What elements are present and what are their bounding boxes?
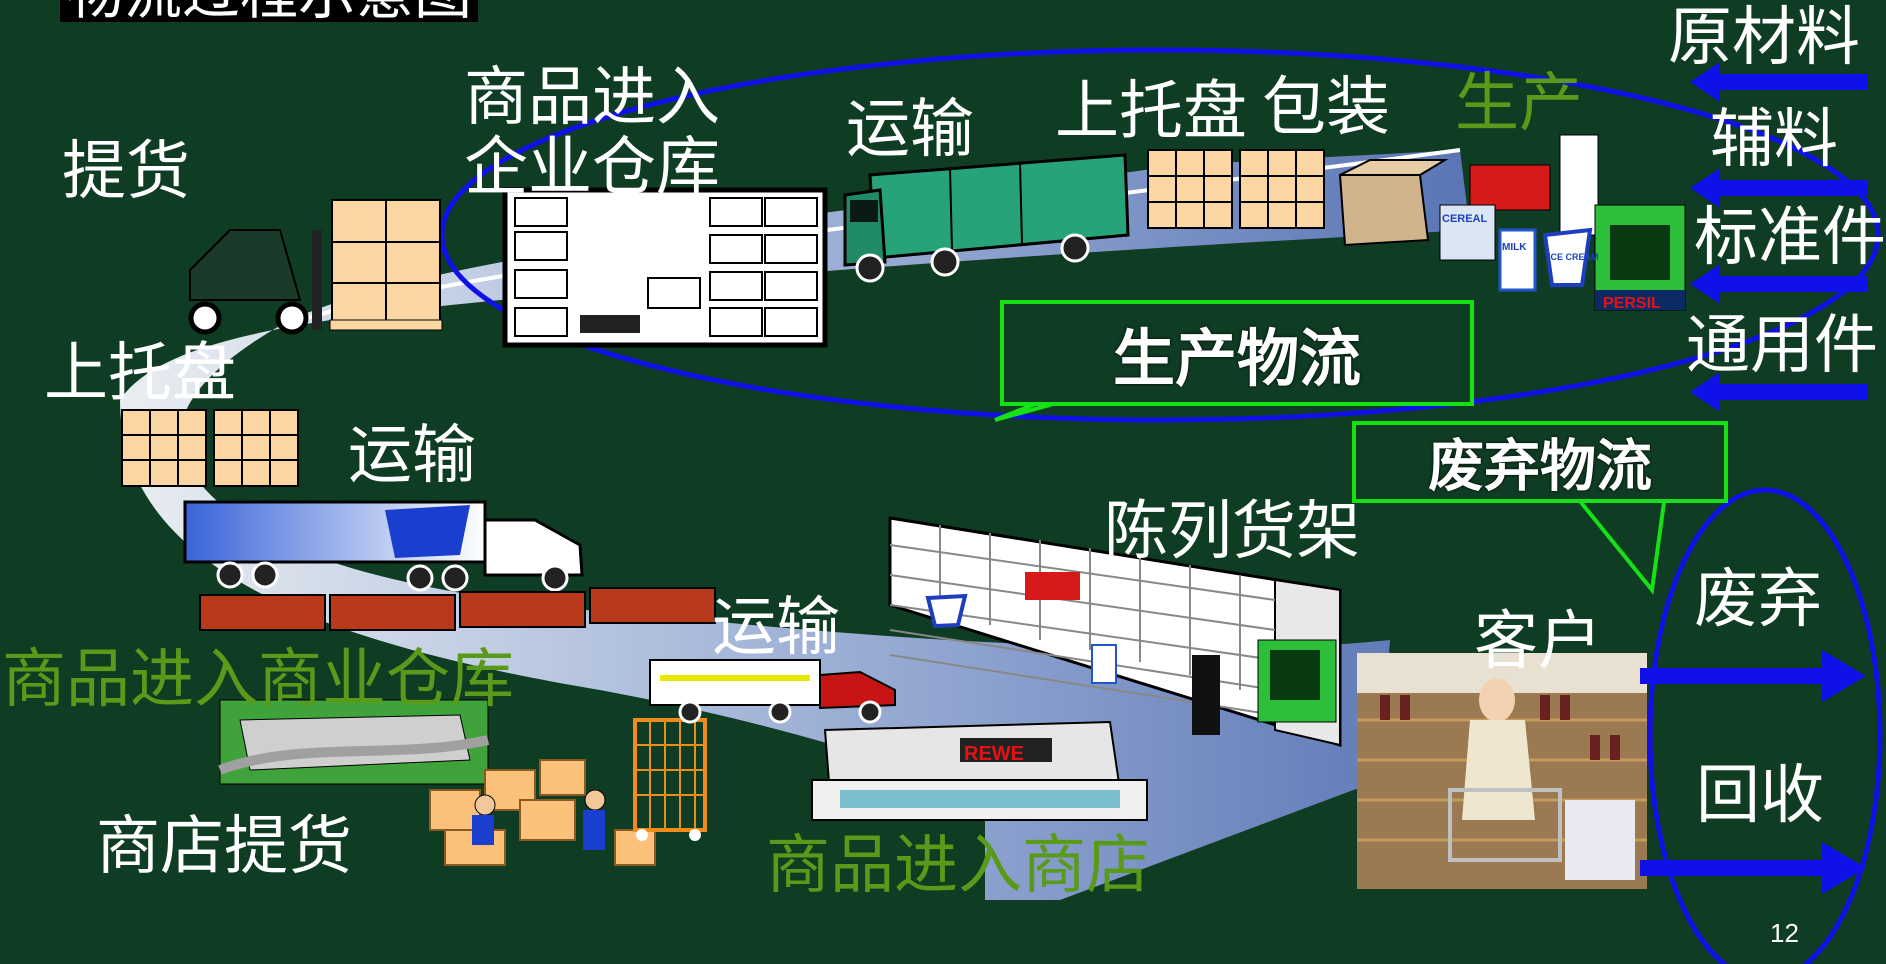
green-truck-icon [843, 153, 1130, 283]
enterprise-warehouse-icon [502, 187, 828, 348]
display-shelf-icon [888, 516, 1342, 748]
page-title: 物流过程示意图 [60, 0, 479, 22]
brand-persil-label: PERSIL [1603, 295, 1661, 312]
label-general-parts: 通用件 [1686, 309, 1878, 383]
workers-with-boxes-icon [429, 759, 656, 866]
cardboard-box-icon [1338, 159, 1449, 247]
label-raw-materials: 原材料 [1668, 1, 1860, 75]
label-standard-parts: 标准件 [1694, 201, 1886, 275]
label-production: 生产 [1455, 67, 1583, 141]
label-store-pickup: 商店提货 [96, 810, 352, 884]
label-goods-to-store: 商品进入商店 [766, 829, 1150, 903]
delivery-truck-icon [649, 659, 896, 724]
waste-ellipse [1647, 487, 1883, 964]
waste-logistics-callout: 废弃物流 [1352, 421, 1728, 503]
blue-trailer-truck-icon [183, 500, 584, 592]
label-pickup: 提货 [62, 135, 190, 209]
train-cars-icon [199, 587, 716, 631]
left-pallets-icon [121, 409, 299, 487]
logistics-road [120, 150, 1470, 900]
customer-photo [1357, 653, 1647, 889]
waste-callout-tail [1573, 493, 1667, 595]
roll-cage-icon [633, 718, 707, 841]
label-enterprise-wh-2: 企业仓库 [464, 131, 720, 205]
store-sign: REWE [964, 743, 1024, 765]
store-building-icon [811, 720, 1148, 821]
waste-logistics-text: 废弃物流 [1428, 433, 1652, 500]
output-arrows [1640, 650, 1866, 894]
production-logistics-text: 生产物流 [1112, 322, 1361, 395]
pallet-stack-icon [1147, 149, 1325, 229]
commercial-warehouse-icon [218, 699, 490, 785]
label-palletize-left: 上托盘 [44, 337, 236, 411]
label-transport-mid: 运输 [348, 419, 476, 493]
label-palletize-top: 上托盘 [1055, 75, 1247, 149]
input-arrows [1690, 62, 1868, 412]
page-number: 12 [1770, 918, 1799, 948]
label-transport-bottom: 运输 [712, 591, 840, 665]
label-commercial-wh: 商品进入商业仓库 [2, 643, 514, 717]
label-customer: 客户 [1474, 605, 1602, 679]
product-group-icon [1439, 134, 1686, 311]
label-enterprise-wh-1: 商品进入 [464, 61, 720, 135]
label-auxiliary: 辅料 [1710, 103, 1838, 177]
brand-milk-label: MILK [1502, 242, 1527, 253]
production-logistics-callout: 生产物流 [1000, 300, 1474, 406]
label-recycle: 回收 [1696, 759, 1824, 833]
label-transport-top: 运输 [846, 93, 974, 167]
label-packaging: 包装 [1262, 71, 1390, 145]
forklift-icon [188, 199, 443, 335]
label-discard: 废弃 [1694, 563, 1822, 637]
brand-ice-label: ICE CREAM [1548, 252, 1599, 262]
brand-cereal-label: CEREAL [1442, 213, 1488, 225]
production-ellipse [439, 47, 1881, 423]
label-display-shelf: 陈列货架 [1104, 495, 1360, 569]
